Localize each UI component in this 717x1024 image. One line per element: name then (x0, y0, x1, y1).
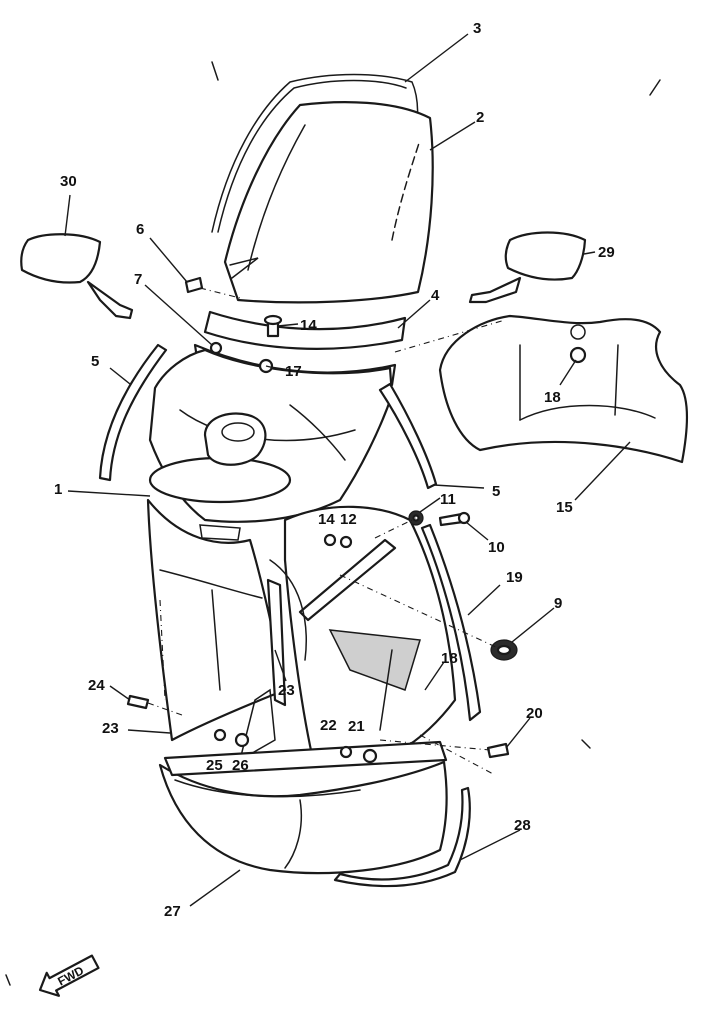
callout-20: 21 (348, 718, 365, 735)
callout-25: 25 (206, 757, 223, 774)
assembly-lines (147, 287, 506, 776)
inner-panel (438, 314, 689, 464)
windshield-bracket (203, 310, 407, 350)
callout-1: 1 (54, 481, 62, 498)
callout-12: 14 (318, 511, 335, 528)
callout-7: 7 (134, 271, 142, 288)
callout-19: 20 (526, 705, 543, 722)
callout-4: 4 (431, 287, 440, 304)
scan-specks (5, 61, 661, 986)
callout-2: 2 (476, 109, 484, 126)
callout-5-left: 5 (91, 353, 99, 370)
callout-28: 28 (514, 817, 531, 834)
callout-23: 23 (278, 682, 295, 699)
callout-30: 30 (60, 173, 77, 190)
headlight-unit (203, 412, 267, 466)
callout-26: 26 (232, 757, 249, 774)
inner-strip-23 (266, 578, 287, 707)
windshield-trim (211, 73, 419, 233)
side-molding-left (98, 343, 168, 482)
lower-trim-strip (333, 786, 471, 888)
mirror-left (20, 233, 102, 284)
leg-shield (283, 505, 457, 760)
hardware (126, 276, 587, 764)
callout-16: 18 (544, 389, 561, 406)
callout-9: 10 (488, 539, 505, 556)
callout-5-right: 5 (492, 483, 500, 500)
center-strip (420, 523, 482, 722)
leader-lines (64, 33, 631, 907)
callout-6: 6 (136, 221, 144, 238)
callout-29: 29 (598, 244, 615, 261)
callout-15: 17 (285, 363, 302, 380)
lower-cowling (158, 760, 448, 875)
mirror-right (504, 231, 587, 281)
callout-13: 15 (556, 499, 573, 516)
windshield (223, 101, 434, 304)
callout-11: 12 (340, 511, 357, 528)
forward-direction-arrow: FWD (38, 954, 100, 997)
callout-21: 22 (320, 717, 337, 734)
side-cowling (146, 498, 287, 742)
side-molding-right (378, 382, 438, 490)
callout-14: 14 (300, 317, 317, 334)
callout-3: 3 (473, 20, 481, 37)
callout-18: 19 (506, 569, 523, 586)
callout-24: 24 (88, 677, 105, 694)
callout-10: 11 (440, 491, 456, 508)
callout-labels: 3 2 30 6 29 7 4 14 5 17 18 1 5 11 15 14 … (54, 20, 615, 920)
callout-17: 18 (441, 650, 458, 667)
callout-8: 9 (554, 595, 562, 612)
callout-27: 27 (164, 903, 181, 920)
callout-22: 23 (102, 720, 119, 737)
brace-strip (298, 538, 397, 622)
headlight-lens (148, 456, 292, 504)
